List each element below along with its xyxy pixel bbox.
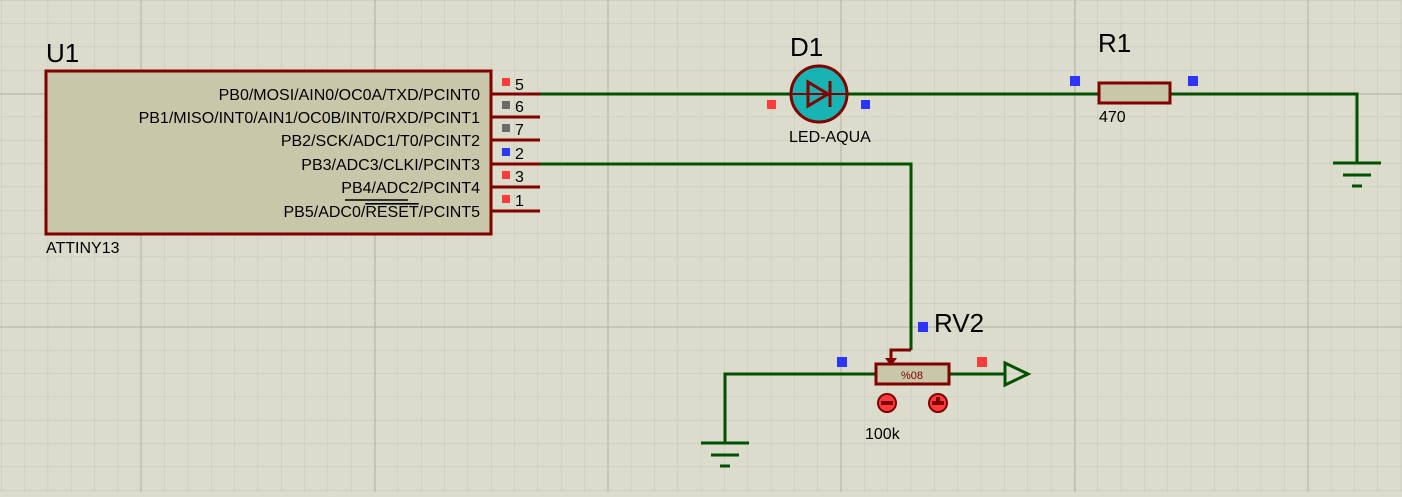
component-r1[interactable]: R1 470 [1070, 28, 1198, 126]
wires [540, 92, 1359, 443]
u1-pin-number-6: 6 [515, 99, 524, 116]
component-u1[interactable]: U1 ATTINY13 PB0/MOSI/AIN0/OC0A/TXD/PCINT… [44, 38, 540, 257]
pin-state-marker [1188, 76, 1198, 86]
u1-pin-label-pb2: PB2/SCK/ADC1/T0/PCINT2 [281, 133, 480, 150]
wire-r1-to-ground [1171, 92, 1359, 163]
component-rv2[interactable]: RV2 %08 100k [837, 308, 987, 443]
u1-pin-label-pb4: PB4/ADC2/PCINT4 [341, 180, 480, 197]
u1-body [44, 69, 493, 236]
r1-ref-label: R1 [1098, 28, 1131, 58]
u1-ref-label: U1 [46, 38, 79, 68]
r1-value-label: 470 [1099, 109, 1126, 126]
wire-ground-to-rv2 [723, 372, 876, 443]
component-d1[interactable]: D1 LED-AQUA [767, 32, 871, 146]
d1-part-label: LED-AQUA [789, 129, 871, 146]
pin-state-marker [502, 148, 510, 156]
rv2-wiper-position-label: %08 [901, 370, 923, 382]
pin-state-marker [977, 357, 987, 367]
pin-state-marker [767, 100, 776, 109]
u1-pin-label-pb5-pre: PB5/ADC0/ [284, 204, 366, 221]
pin-state-marker [502, 124, 510, 132]
rv2-ref-label: RV2 [934, 308, 984, 338]
wire-pb3-to-rv2-wiper [540, 162, 913, 350]
rv2-value-label: 100k [865, 426, 901, 443]
u1-pin-label-pb0: PB0/MOSI/AIN0/OC0A/TXD/PCINT0 [219, 87, 481, 104]
u1-pin-number-2: 2 [515, 146, 524, 163]
pin-state-marker [918, 322, 928, 332]
pin-state-marker [502, 195, 510, 203]
resistor-body [1097, 81, 1172, 105]
u1-pin-lines [491, 92, 540, 213]
pin-state-marker [1070, 76, 1080, 86]
u1-pin-label-pb1: PB1/MISO/INT0/AIN1/OC0B/INT0/RXD/PCINT1 [139, 110, 481, 127]
u1-pin-label-pb5-post: /PCINT5 [419, 204, 480, 221]
pin-state-marker [861, 100, 870, 109]
u1-pin-number-3: 3 [515, 169, 524, 186]
u1-pin-label-pb3: PB3/ADC3/CLKI/PCINT3 [301, 157, 480, 174]
pin-state-marker [502, 78, 510, 86]
ground-symbol-icon [701, 441, 749, 468]
u1-pin-number-7: 7 [515, 122, 524, 139]
ground-symbol-icon [1333, 161, 1381, 188]
u1-pin-number-5: 5 [515, 77, 524, 94]
d1-ref-label: D1 [790, 32, 823, 62]
u1-part-label: ATTINY13 [46, 240, 120, 257]
decrease-knob-icon[interactable] [877, 393, 897, 413]
potentiometer-body [874, 362, 951, 386]
u1-pin-label-pb5: PB5/ADC0/RESET/PCINT5 [284, 204, 481, 221]
wiper-arrow-icon [885, 348, 911, 366]
u1-pin-label-pb5-reset: RESET [365, 204, 419, 221]
pin-state-marker [837, 357, 847, 367]
u1-pin-number-1: 1 [515, 193, 524, 210]
pin-state-marker [502, 101, 510, 109]
diode-symbol-icon [789, 64, 849, 124]
output-terminal-arrow-icon[interactable] [1003, 360, 1032, 388]
pin-state-marker [502, 171, 510, 179]
increase-knob-icon[interactable] [928, 393, 948, 413]
